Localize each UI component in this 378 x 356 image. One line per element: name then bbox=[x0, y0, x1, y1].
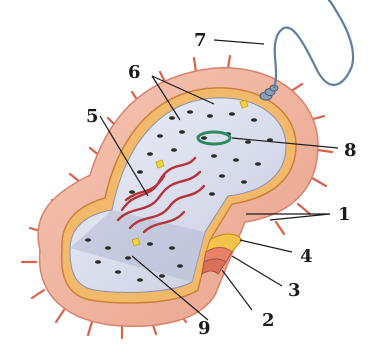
label-3: 3 bbox=[288, 280, 301, 301]
label-2: 2 bbox=[262, 310, 275, 331]
label-9: 9 bbox=[198, 318, 211, 339]
label-1: 1 bbox=[338, 204, 351, 225]
label-4: 4 bbox=[300, 246, 313, 267]
label-7: 7 bbox=[194, 30, 207, 51]
flagellum bbox=[274, 0, 353, 88]
label-6: 6 bbox=[128, 62, 141, 83]
label-8: 8 bbox=[344, 140, 357, 161]
label-5: 5 bbox=[86, 106, 99, 127]
